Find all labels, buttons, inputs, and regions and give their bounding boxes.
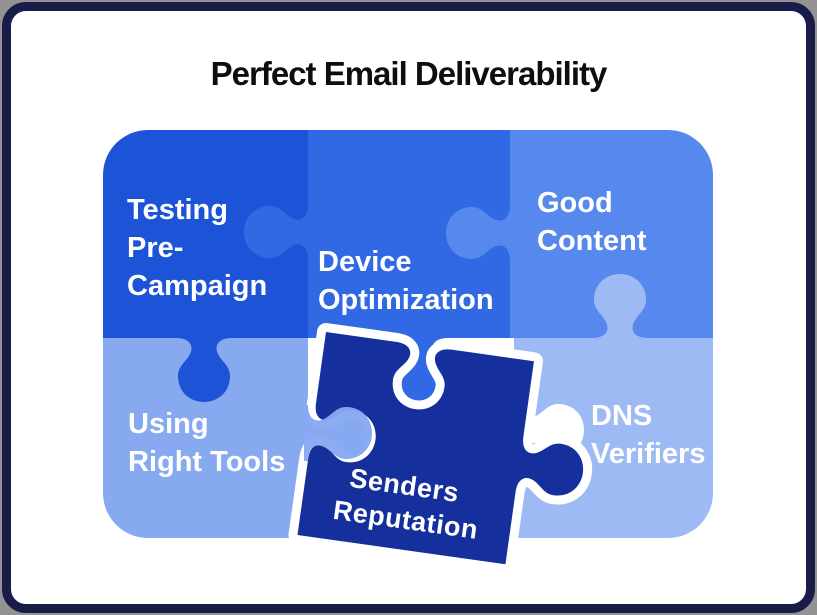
piece-using-right-tools <box>103 338 308 538</box>
puzzle-knob-good-left <box>446 205 514 261</box>
good-content-label: Good Content <box>537 187 647 257</box>
piece-good-content <box>510 130 713 338</box>
puzzle-knob-using-right-top <box>304 405 372 461</box>
testing-pre-campaign-label: Testing Pre- Campaign <box>127 194 268 302</box>
piece-testing-pre-campaign <box>103 130 308 338</box>
piece-device-optimization <box>308 130 510 338</box>
piece-senders-reputation-group: Senders Reputation <box>288 323 593 574</box>
piece-senders-reputation <box>288 323 593 574</box>
using-right-tools-label: Using Right Tools <box>128 408 286 478</box>
device-optimization-label: Device Optimization <box>318 246 494 316</box>
puzzle-knob-device-down <box>392 334 448 402</box>
dns-verifiers-label: DNS Verifiers <box>591 400 706 470</box>
puzzle-knob-device-left <box>244 204 312 260</box>
page-title: Perfect Email Deliverability <box>210 55 608 92</box>
puzzle-knob-dns-up <box>592 274 648 342</box>
puzzle-knob-testing-down <box>176 334 232 402</box>
